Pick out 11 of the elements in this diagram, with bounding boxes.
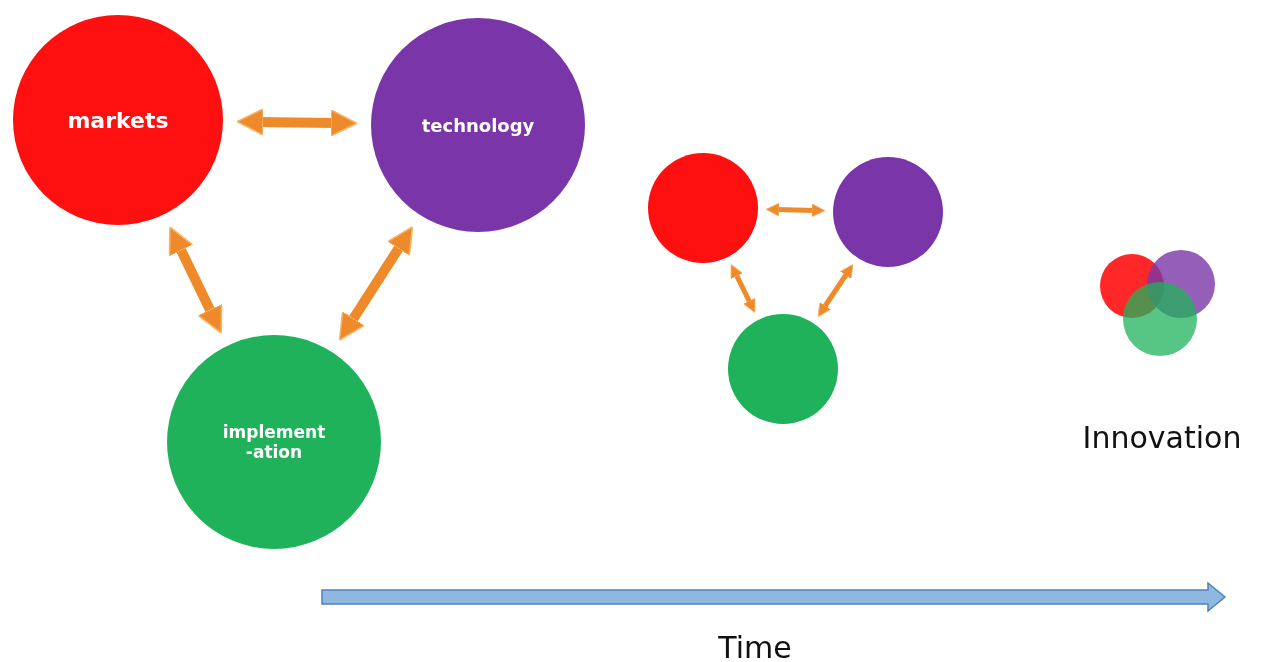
caption-text: Time xyxy=(718,629,792,662)
double-arrow xyxy=(765,202,826,218)
double-arrow xyxy=(236,108,358,137)
circle-label: implement -ation xyxy=(221,422,327,462)
circle-label: markets xyxy=(67,107,169,133)
double-arrow xyxy=(338,225,414,342)
double-arrow xyxy=(730,264,756,313)
circle-label: technology xyxy=(421,114,535,136)
double-arrow xyxy=(168,226,223,334)
caption-text: Innovation xyxy=(1082,419,1242,455)
double-arrow xyxy=(817,264,854,317)
